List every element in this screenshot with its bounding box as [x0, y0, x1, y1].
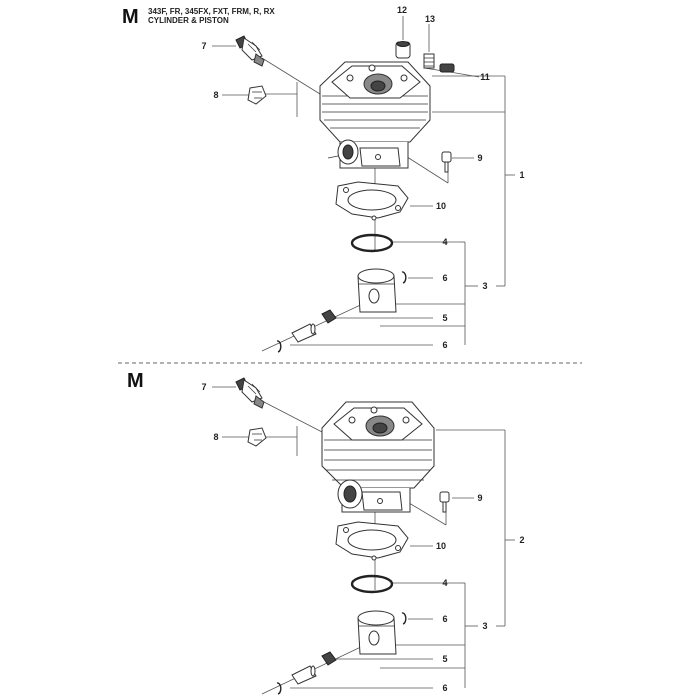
bottom-callout-5[interactable]: 5: [442, 654, 448, 664]
top-section-letter: M: [122, 6, 139, 28]
top-callout-7[interactable]: 7: [201, 41, 207, 51]
top-callout-6-lower[interactable]: 6: [442, 340, 448, 350]
top-part-12-sleeve: [395, 41, 411, 59]
bottom-part-8-plug: [247, 427, 267, 447]
bottom-callout-6-lower[interactable]: 6: [442, 683, 448, 693]
top-callout-13[interactable]: 13: [424, 14, 436, 24]
bottom-callout-10[interactable]: 10: [435, 541, 447, 551]
top-part-9-screw: [441, 151, 452, 173]
bottom-callout-4[interactable]: 4: [442, 578, 448, 588]
top-callout-9[interactable]: 9: [477, 153, 483, 163]
top-part-7-spark-plug: [235, 35, 265, 67]
bottom-part-7-spark-plug: [235, 377, 265, 409]
top-header-models: 343F, FR, 345FX, FXT, FRM, R, RX: [148, 7, 275, 16]
top-part-6-circlip-b: [276, 340, 282, 353]
top-callout-4[interactable]: 4: [442, 237, 448, 247]
bottom-part-4-piston-ring: [350, 574, 394, 594]
top-callout-1[interactable]: 1: [519, 170, 525, 180]
top-part-10-gasket: [335, 181, 409, 221]
bottom-part-6-circlip-b: [276, 682, 282, 695]
bottom-callout-7[interactable]: 7: [201, 382, 207, 392]
top-callout-5[interactable]: 5: [442, 313, 448, 323]
top-callout-8[interactable]: 8: [213, 90, 219, 100]
top-header-title: CYLINDER & PISTON: [148, 16, 229, 25]
bottom-part-piston: [357, 610, 397, 655]
top-callout-6-circlip[interactable]: 6: [442, 273, 448, 283]
top-part-5-needle-bearing: [321, 309, 337, 324]
bottom-part-5-needle-bearing: [321, 651, 337, 666]
top-callout-3[interactable]: 3: [482, 281, 488, 291]
bottom-part-10-gasket: [335, 521, 409, 561]
top-part-4-piston-ring: [350, 233, 394, 253]
top-part-piston: [357, 268, 397, 313]
bottom-part-9-screw: [439, 491, 450, 513]
bottom-callout-2[interactable]: 2: [519, 535, 525, 545]
bottom-part-piston-pin: [291, 665, 317, 685]
bottom-part-cylinder: [321, 401, 435, 513]
top-callout-12[interactable]: 12: [396, 5, 408, 15]
bottom-callout-8[interactable]: 8: [213, 432, 219, 442]
top-callout-10[interactable]: 10: [435, 201, 447, 211]
bottom-leader-lines: [212, 386, 515, 695]
top-part-6-circlip-a: [401, 271, 407, 284]
top-part-cylinder: [319, 61, 431, 169]
bottom-section-letter: M: [127, 370, 144, 392]
bottom-part-6-circlip-a: [401, 612, 407, 625]
bottom-callout-3[interactable]: 3: [482, 621, 488, 631]
top-part-13-valve: [423, 53, 455, 73]
top-part-8-plug: [247, 85, 267, 105]
top-part-piston-pin: [291, 323, 317, 343]
bottom-callout-6-circlip[interactable]: 6: [442, 614, 448, 624]
top-callout-11[interactable]: 11: [480, 72, 490, 82]
bottom-callout-9[interactable]: 9: [477, 493, 483, 503]
